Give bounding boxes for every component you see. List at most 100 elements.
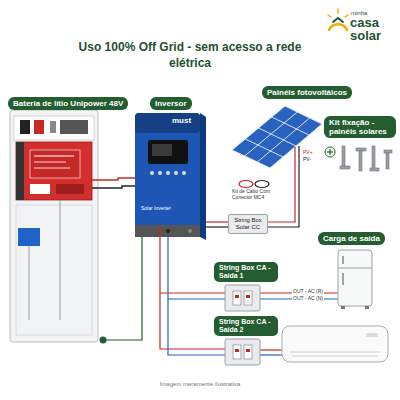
battery-cabinet-part: [10, 110, 98, 342]
inverter-part: [166, 229, 170, 233]
model-text: Solar Inverter: [141, 206, 171, 212]
logo-icon-part: [333, 18, 343, 22]
diagram-title: Uso 100% Off Grid - sem acesso a rede el…: [60, 40, 320, 71]
air-conditioner-part: [282, 326, 388, 362]
node-text: Carga de saída: [323, 234, 380, 243]
pv-wire-part: [206, 226, 228, 227]
mounting-kit-part: [342, 146, 345, 168]
battery-cabinet-part: [20, 120, 30, 134]
mounting-kit-part: [370, 168, 379, 171]
cable-kit-part: [255, 181, 269, 188]
battery-cabinet-part: [16, 142, 24, 200]
ac-wire-part: [260, 354, 282, 355]
node-text: Kit fixação - painéis solares: [329, 118, 391, 136]
battery-cabinet-part: [16, 205, 92, 335]
mounting-kit-part: [384, 150, 392, 153]
battery-cabinet-part: [18, 228, 40, 246]
mounting-kit: [340, 146, 392, 171]
part-label: Kit de Cabo Com Conector MC4: [232, 189, 286, 201]
refrigerator-part: [341, 306, 345, 309]
plus-symbol-part: [325, 147, 335, 157]
inverter-part: [200, 113, 206, 240]
refrigerator-part: [338, 250, 372, 306]
battery-cabinet: [10, 110, 98, 342]
pv-wire-part: [206, 221, 228, 222]
plus-symbol-part: [329, 149, 330, 155]
string-box-ca-part: [244, 291, 252, 305]
battery-cabinet-part: [30, 184, 50, 194]
string-box-ca-part: [225, 339, 260, 365]
dc-cable-part: [92, 178, 135, 180]
solar-panel: [232, 106, 322, 168]
logo-text: casa: [350, 16, 379, 29]
logo-icon-part: [337, 9, 339, 13]
solar-panel-part: [245, 112, 298, 156]
ac-wire-part: [168, 237, 225, 355]
string-box-cc: String Box Solar CC: [228, 214, 268, 234]
solar-panel-part: [259, 128, 297, 146]
inverter-part: [135, 113, 200, 237]
logo-icon: [328, 9, 348, 30]
ac-wire-part: [160, 292, 225, 293]
inverter-part: [188, 229, 192, 233]
string-box-ca-part: [225, 285, 260, 311]
battery-cabinet-part: [60, 200, 61, 320]
component-label: Painéis fotovoltáicos: [262, 86, 352, 99]
string-box-ca-part: [233, 345, 241, 359]
inverter-part: [152, 144, 172, 156]
inverter-part: [158, 171, 162, 175]
node-text: Bateria de lítio Unipower 48V: [13, 99, 123, 108]
logo-text: solar: [350, 29, 381, 42]
node-text: String Box Solar CC: [232, 217, 264, 231]
signal-label: OUT - AC (N): [292, 296, 324, 302]
inverter-part: [166, 171, 170, 175]
string-box-ca-part: [235, 349, 239, 352]
inverter: [135, 113, 206, 240]
inverter-part: [158, 229, 162, 233]
mounting-kit-part: [372, 146, 375, 170]
dc-cable: [92, 178, 135, 188]
battery-cabinet-part: [14, 116, 94, 140]
mounting-kit-part: [356, 148, 366, 151]
leader-line-part: [100, 337, 107, 344]
inverter-part: [135, 113, 200, 133]
string-box-ca-part: [246, 295, 250, 298]
node-text: String Box CA - Saída 2: [219, 318, 273, 334]
string-box-ca-part: [246, 349, 250, 352]
terminal-label: PV+: [303, 150, 313, 156]
component-label: Carga de saída: [318, 232, 385, 245]
battery-cabinet-part: [29, 246, 30, 320]
component-label: Inversor: [150, 97, 192, 110]
solar-panel-part: [257, 118, 309, 162]
battery-cabinet-part: [50, 121, 56, 133]
air-conditioner-part: [292, 356, 378, 357]
refrigerator-part: [342, 256, 344, 264]
air-conditioner-part: [366, 333, 378, 337]
logo-icon-part: [329, 24, 347, 30]
air-conditioner-part: [290, 352, 380, 353]
signal-label: OUT - AC (R): [292, 289, 324, 295]
battery-cabinet-part: [34, 168, 70, 169]
logo-icon-part: [345, 15, 348, 17]
battery-cabinet-part: [30, 150, 80, 178]
inverter-part: [174, 171, 178, 175]
inverter-part: [135, 225, 200, 237]
node-text: Painéis fotovoltáicos: [267, 88, 347, 97]
mounting-kit-part: [340, 166, 350, 169]
plus-symbol: [325, 147, 335, 157]
inverter-part: [150, 171, 154, 175]
solar-panel-part: [272, 117, 309, 135]
logo-icon-part: [328, 15, 331, 17]
inverter-part: [182, 171, 186, 175]
component-label: Kit fixação - painéis solares: [324, 116, 396, 138]
dc-cable-part: [92, 186, 135, 188]
string-box-ca-part: [233, 291, 241, 305]
terminal-label: PV-: [303, 157, 311, 163]
solar-panel-part: [245, 139, 283, 157]
inverter-part: [148, 140, 188, 164]
pv-wire-part: [268, 146, 299, 227]
string-box-ca-part: [235, 295, 239, 298]
refrigerator-part: [342, 273, 344, 285]
mounting-kit-part: [386, 153, 389, 169]
